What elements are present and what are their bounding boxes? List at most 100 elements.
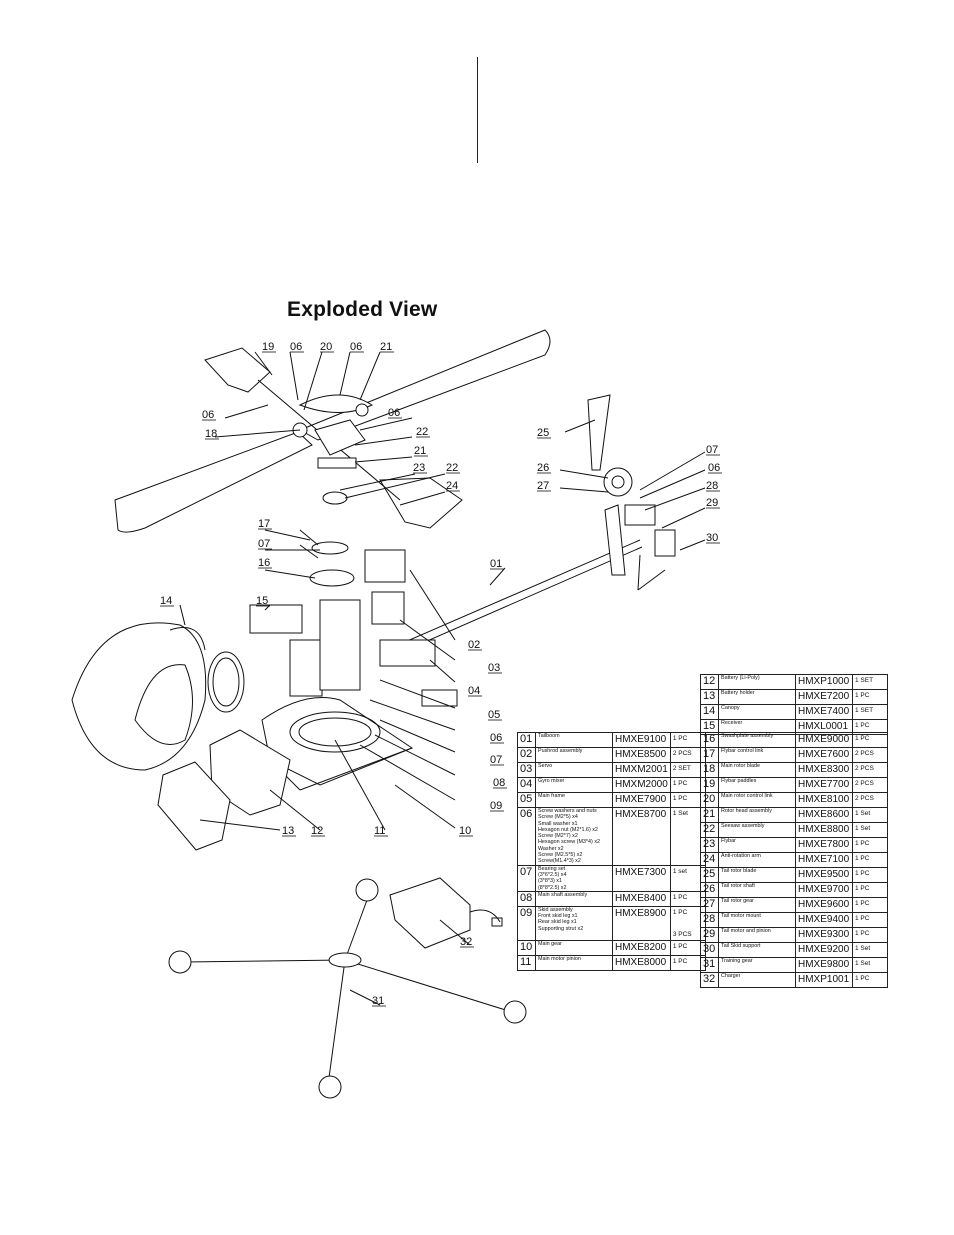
part-number: 02 [517,747,536,763]
part-qty: 1 PC 3 PCS [669,905,706,941]
part-qty: 1 PC [852,897,888,913]
page-title: Exploded View [287,298,438,321]
part-name: Pushrod assembly [535,747,613,763]
part-code: HMXE7300 [612,864,671,892]
part-code: HMXE8000 [612,954,671,971]
part-number: 18 [700,762,719,778]
part-qty: 1 Set [852,822,888,838]
part-code: HMXE9100 [612,732,671,748]
part-number: 06 [517,807,536,866]
part-qty: 1 PC [852,852,888,868]
part-number: 28 [700,912,719,928]
part-qty: 1 set [669,864,706,892]
part-code: HMXE7700 [795,777,853,793]
part-number: 11 [517,954,536,971]
callout-06: 06 [202,409,214,421]
callout-09: 09 [490,800,502,812]
part-number: 31 [700,957,719,973]
part-number: 20 [700,792,719,808]
part-code: HMXE8400 [612,890,671,907]
training-ball-bottom [318,1075,342,1099]
part-number: 05 [517,792,536,808]
part-name: Flybar control link [718,747,796,763]
part-qty: 2 PCS [852,747,888,763]
part-number: 27 [700,897,719,913]
part-name: Battery (Li-Poly) [718,674,796,690]
part-qty: 2 PCS [852,762,888,778]
part-code: HMXE8700 [612,807,671,866]
callout-14: 14 [160,595,172,607]
part-code: HMXE9200 [795,942,853,958]
part-name: Bearing set(3*6*2.5) x4(3*8*3) x1(8*8*2.… [535,864,613,892]
callout-07: 07 [706,444,718,456]
part-name: Flybar [718,837,796,853]
part-number: 10 [517,939,536,956]
callout-01: 01 [490,558,502,570]
divider-line [477,57,478,163]
callout-28: 28 [706,480,718,492]
part-code: HMXE9600 [795,897,853,913]
part-name: Main frame [535,792,613,808]
part-name: Battery holder [718,689,796,705]
callout-22: 22 [446,462,458,474]
part-name: Main rotor control link [718,792,796,808]
callout-06: 06 [490,732,502,744]
callout-24: 24 [446,480,458,492]
part-code: HMXP1000 [795,674,853,690]
callout-16: 16 [258,557,270,569]
part-qty: 1 Set [852,807,888,823]
part-number: 32 [700,972,719,988]
part-number: 17 [700,747,719,763]
part-name: Tail rotor blade [718,867,796,883]
callout-07: 07 [258,538,270,550]
part-qty: 1 PC [852,837,888,853]
part-qty: 2 PCS [852,792,888,808]
part-number: 19 [700,777,719,793]
part-code: HMXE7400 [795,704,853,720]
part-code: HMXE7800 [795,837,853,853]
part-code: HMXM2001 [612,762,671,778]
callout-22: 22 [416,426,428,438]
training-ball-top [355,878,379,902]
part-qty: 1 SET [852,704,888,720]
part-code: HMXE8200 [612,939,671,956]
part-number: 12 [700,674,719,690]
main-gear [289,711,381,753]
part-qty: 1 PC [852,732,888,748]
part-number: 01 [517,732,536,748]
flybar-paddle-left [204,347,271,393]
part-code: HMXE9000 [795,732,853,748]
part-qty: 1 PC [852,912,888,928]
part-number: 29 [700,927,719,943]
part-qty: 1 PC [852,689,888,705]
callout-30: 30 [706,532,718,544]
part-name: Rotor head assembly [718,807,796,823]
callout-06: 06 [290,341,302,353]
part-name: Tail rotor shaft [718,882,796,898]
part-code: HMXM2000 [612,777,671,793]
part-qty: 1 PC [852,972,888,988]
part-name: Tail rotor gear [718,897,796,913]
callout-21: 21 [380,341,392,353]
part-qty: 1 PC [669,954,706,971]
